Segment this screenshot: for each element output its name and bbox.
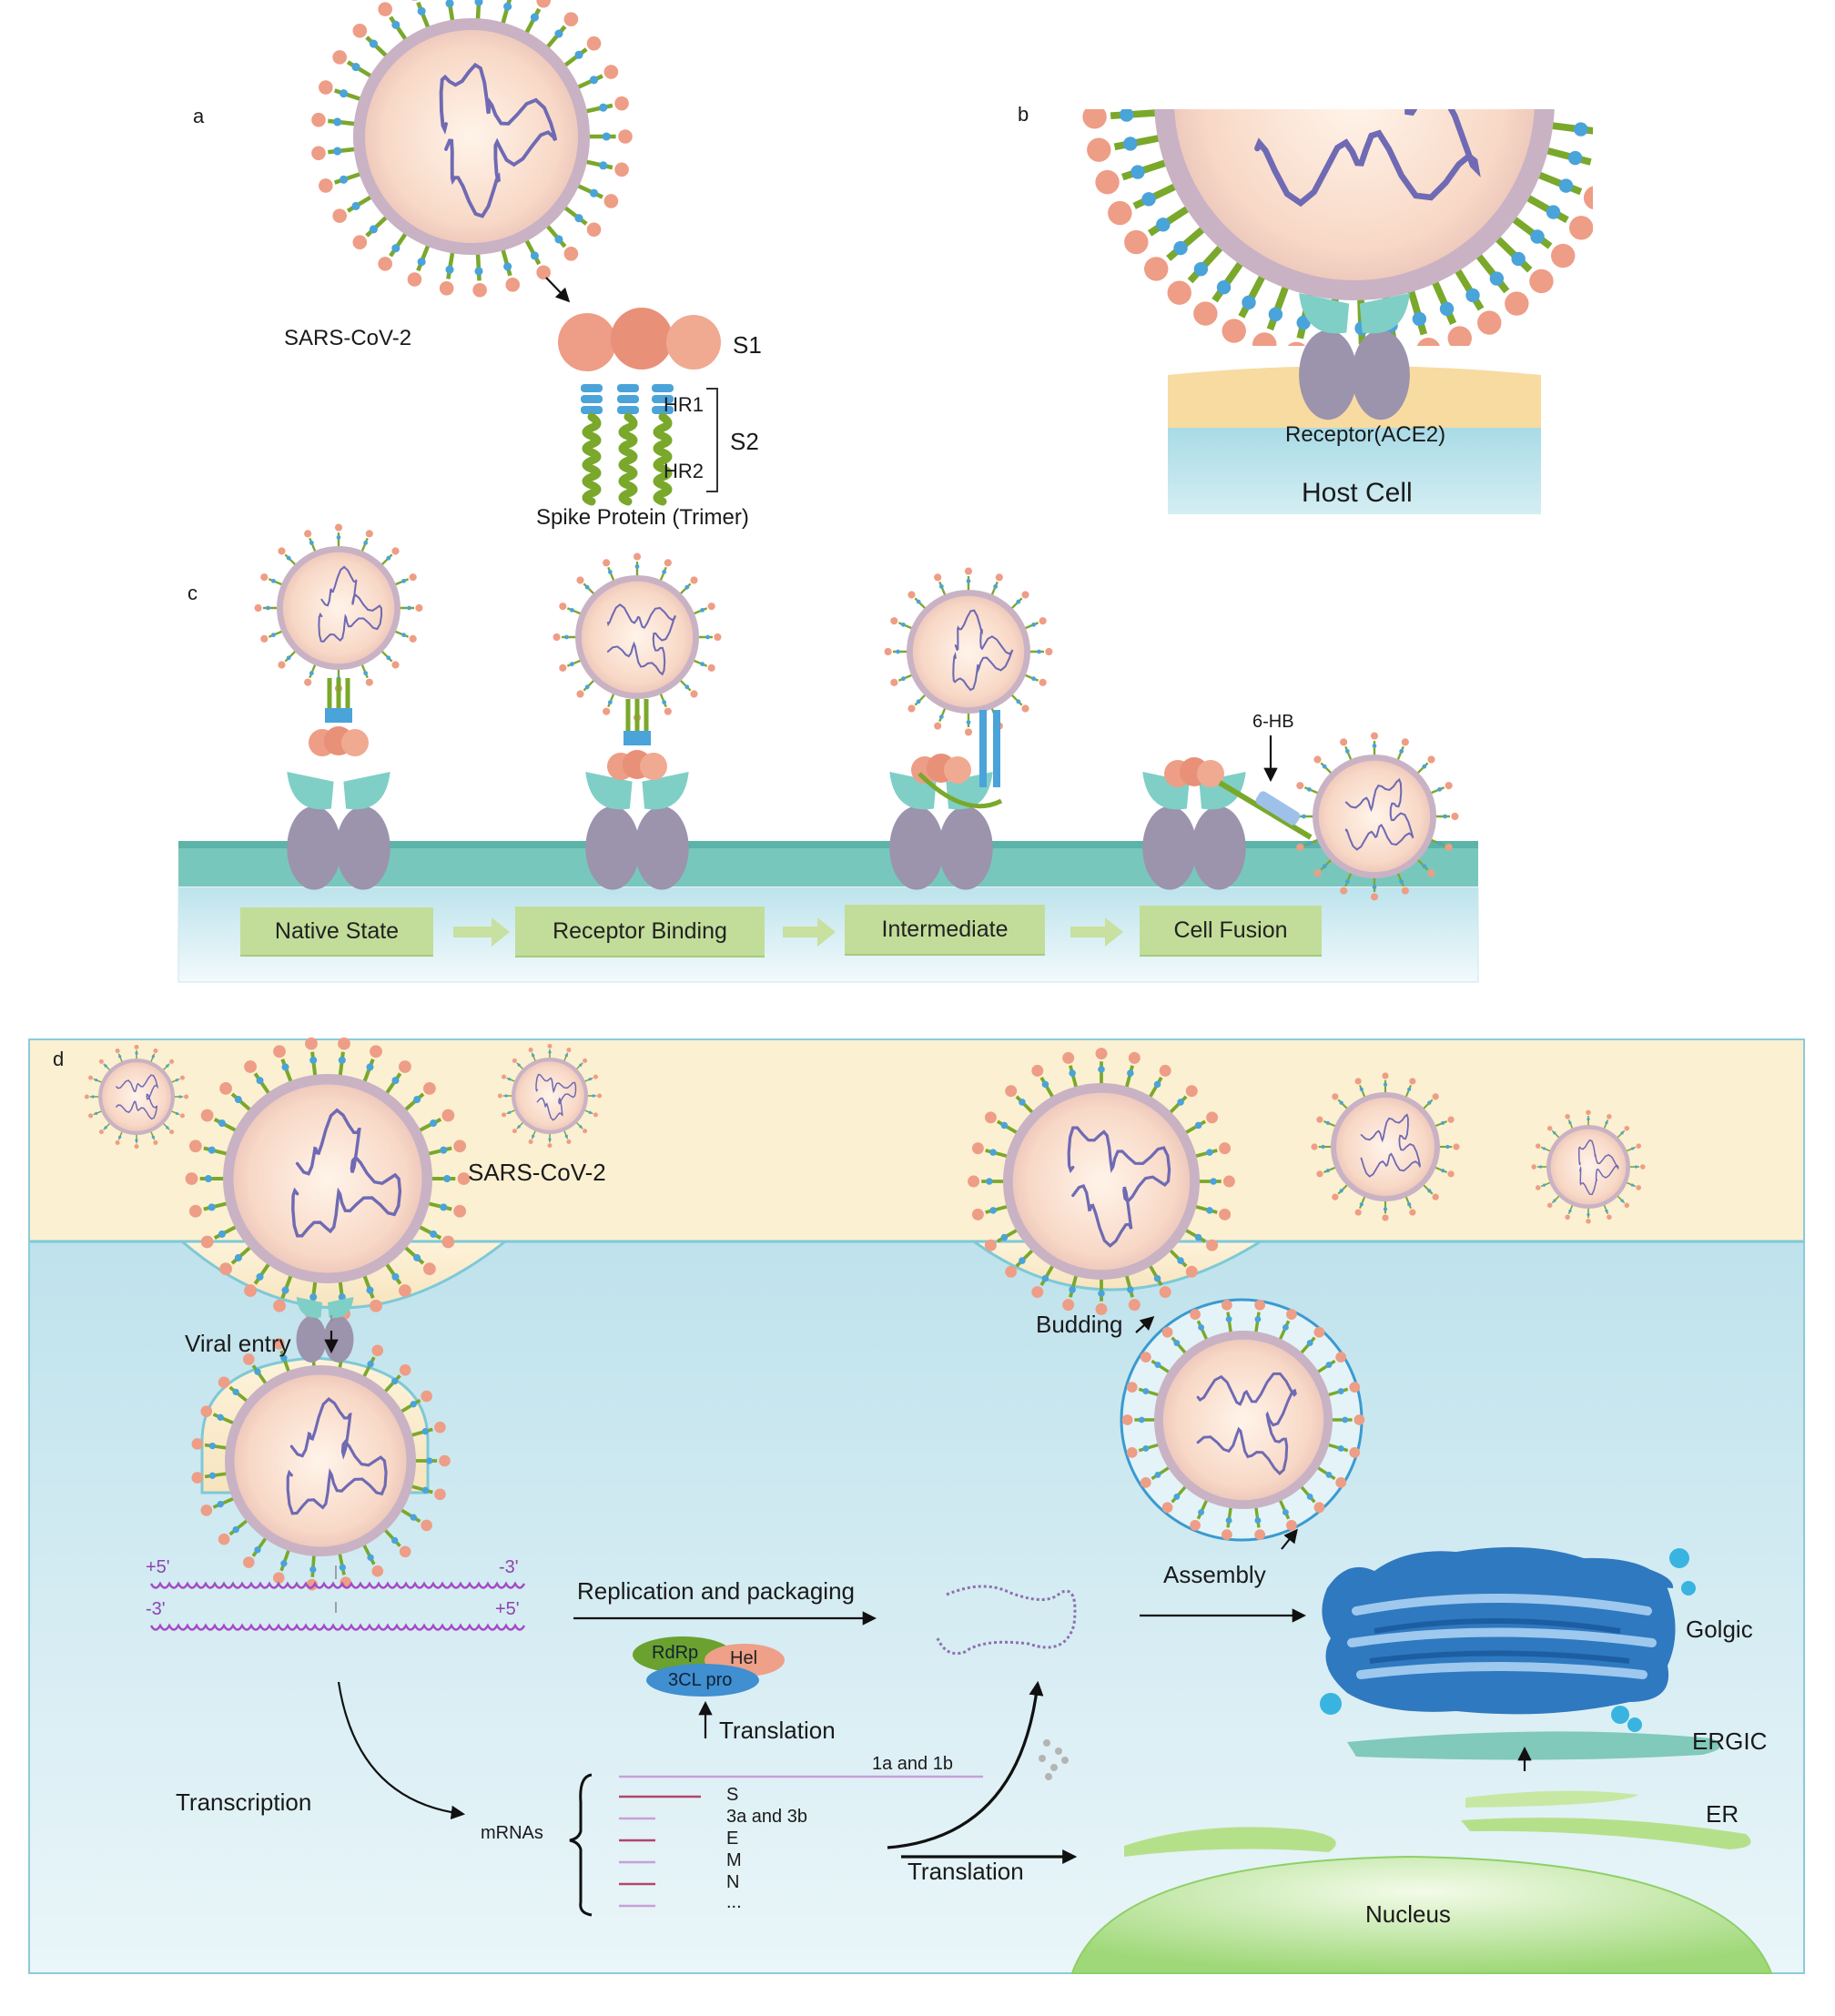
gene-3a3b: 3a and 3b (726, 1807, 807, 1827)
step-intermediate: Intermediate (845, 905, 1045, 956)
s1-label: S1 (733, 331, 762, 359)
transcription-label: Transcription (176, 1788, 312, 1816)
assembly-label: Assembly (1163, 1561, 1266, 1588)
minus3-top: -3' (499, 1557, 519, 1577)
host-cell-b (1168, 366, 1541, 514)
panel-a-letter: a (193, 105, 205, 127)
hel-label: Hel (730, 1648, 758, 1668)
arrows (324, 277, 1532, 1864)
ribosomes (1039, 1739, 1069, 1780)
virus-a (311, 0, 633, 298)
ace2-complex-c2 (585, 772, 689, 890)
ace2-complex-c4 (1142, 772, 1246, 890)
panel-b-letter: b (1018, 103, 1029, 126)
spike-caption: Spike Protein (Trimer) (536, 505, 749, 530)
virus-c2 (553, 552, 722, 722)
s2-bracket (706, 388, 718, 492)
replication-label: Replication and packaging (577, 1577, 855, 1605)
step-receptor-binding: Receptor Binding (515, 907, 765, 957)
gene-n: N (726, 1872, 740, 1892)
virus-d-small2 (497, 1043, 603, 1149)
virus-c1 (254, 523, 423, 693)
golgi-apparatus (1320, 1546, 1696, 1732)
receptor-label: Receptor(ACE2) (1285, 422, 1446, 447)
replicase-complex (633, 1636, 785, 1697)
virus-b (1082, 109, 1593, 346)
virus-d-entering (185, 1037, 471, 1321)
panel-c-letter: c (188, 582, 198, 604)
pro-label: 3CL pro (668, 1670, 733, 1690)
virus-d-released2 (1531, 1109, 1646, 1224)
virus-d-budding (968, 1048, 1235, 1315)
nucleus-label: Nucleus (1365, 1900, 1451, 1928)
mrna-lines (569, 1773, 983, 1917)
er-label: ER (1706, 1800, 1739, 1828)
plus5-top: +5' (146, 1557, 170, 1577)
gene-m: M (726, 1850, 742, 1870)
translation-up-label: Translation (719, 1717, 836, 1744)
step-native-state: Native State (240, 907, 433, 957)
virus-d-endosome (191, 1331, 451, 1591)
virus-layer (84, 0, 1646, 1591)
ergic-label: ERGIC (1692, 1727, 1768, 1755)
rna-strands (149, 1581, 1077, 1656)
plus5-bottom: +5' (495, 1599, 520, 1619)
rdrp-label: RdRp (652, 1643, 699, 1663)
virus-c4 (1290, 732, 1459, 901)
gene-s: S (726, 1785, 739, 1805)
trimer-stalks (581, 384, 674, 506)
minus3-bottom: -3' (146, 1599, 166, 1619)
virus-d-small1 (84, 1044, 189, 1150)
spike-trimer-diagram (558, 308, 721, 371)
virus-c3 (884, 567, 1053, 736)
ace2-complex-c1 (287, 772, 390, 890)
binding-complexes (287, 293, 1410, 1363)
s2-label: S2 (730, 428, 759, 455)
virus-label-a: SARS-CoV-2 (284, 326, 412, 350)
ace2-complex-d (296, 1297, 354, 1363)
hr1-label: HR1 (664, 393, 705, 416)
step-cell-fusion: Cell Fusion (1140, 906, 1322, 957)
orf-1a1b-label: 1a and 1b (872, 1754, 953, 1774)
step-arrows (453, 917, 1123, 947)
mrnas-label: mRNAs (481, 1823, 543, 1843)
virus-label-d: SARS-CoV-2 (468, 1159, 606, 1186)
gene-e: E (726, 1829, 739, 1849)
viral-entry-label: Viral entry (185, 1330, 291, 1357)
golgic-label: Golgic (1686, 1616, 1753, 1643)
virus-d-vesicle (1121, 1300, 1365, 1540)
hb-label: 6-HB (1252, 712, 1294, 732)
host-cell-label: Host Cell (1302, 478, 1413, 508)
translation-right-label: Translation (907, 1858, 1024, 1885)
hr2-label: HR2 (664, 460, 705, 482)
ace2-complex-b (1299, 293, 1410, 420)
panel-d-letter: d (53, 1048, 65, 1070)
budding-label: Budding (1036, 1311, 1123, 1338)
virus-d-released1 (1311, 1072, 1460, 1221)
gene-more: ... (726, 1892, 742, 1912)
